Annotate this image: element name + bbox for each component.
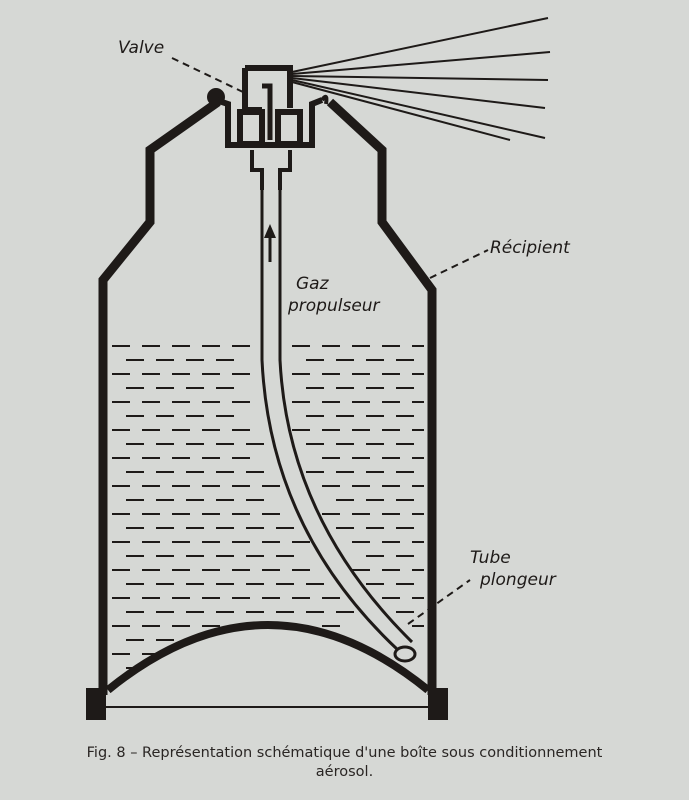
label-valve: Valve <box>118 38 165 58</box>
recipient-leader-line <box>429 249 489 279</box>
figure-caption: Fig. 8 – Représentation schématique d'un… <box>0 744 689 782</box>
dip-tube <box>260 185 414 652</box>
liquid-dashes <box>112 345 424 669</box>
valve-assembly <box>207 65 329 190</box>
can-foot-left <box>86 688 106 720</box>
caption-line-2: aérosol. <box>315 764 374 780</box>
dip-tube-end <box>393 645 417 663</box>
can-outline <box>98 98 437 695</box>
label-tube-line1: Tube <box>470 548 511 568</box>
tube-leader-line <box>407 579 471 625</box>
can-foot-right <box>428 688 448 720</box>
spray-jets <box>291 17 551 141</box>
label-gas-line1: Gaz <box>296 274 329 294</box>
label-recipient: Récipient <box>490 238 570 258</box>
valve-leader-line <box>171 57 244 93</box>
label-gas-line2: propulseur <box>288 296 380 316</box>
caption-line-1: Fig. 8 – Représentation schématique d'un… <box>86 745 603 761</box>
can-dome-bottom <box>105 621 431 694</box>
label-tube-line2: plongeur <box>480 570 556 590</box>
